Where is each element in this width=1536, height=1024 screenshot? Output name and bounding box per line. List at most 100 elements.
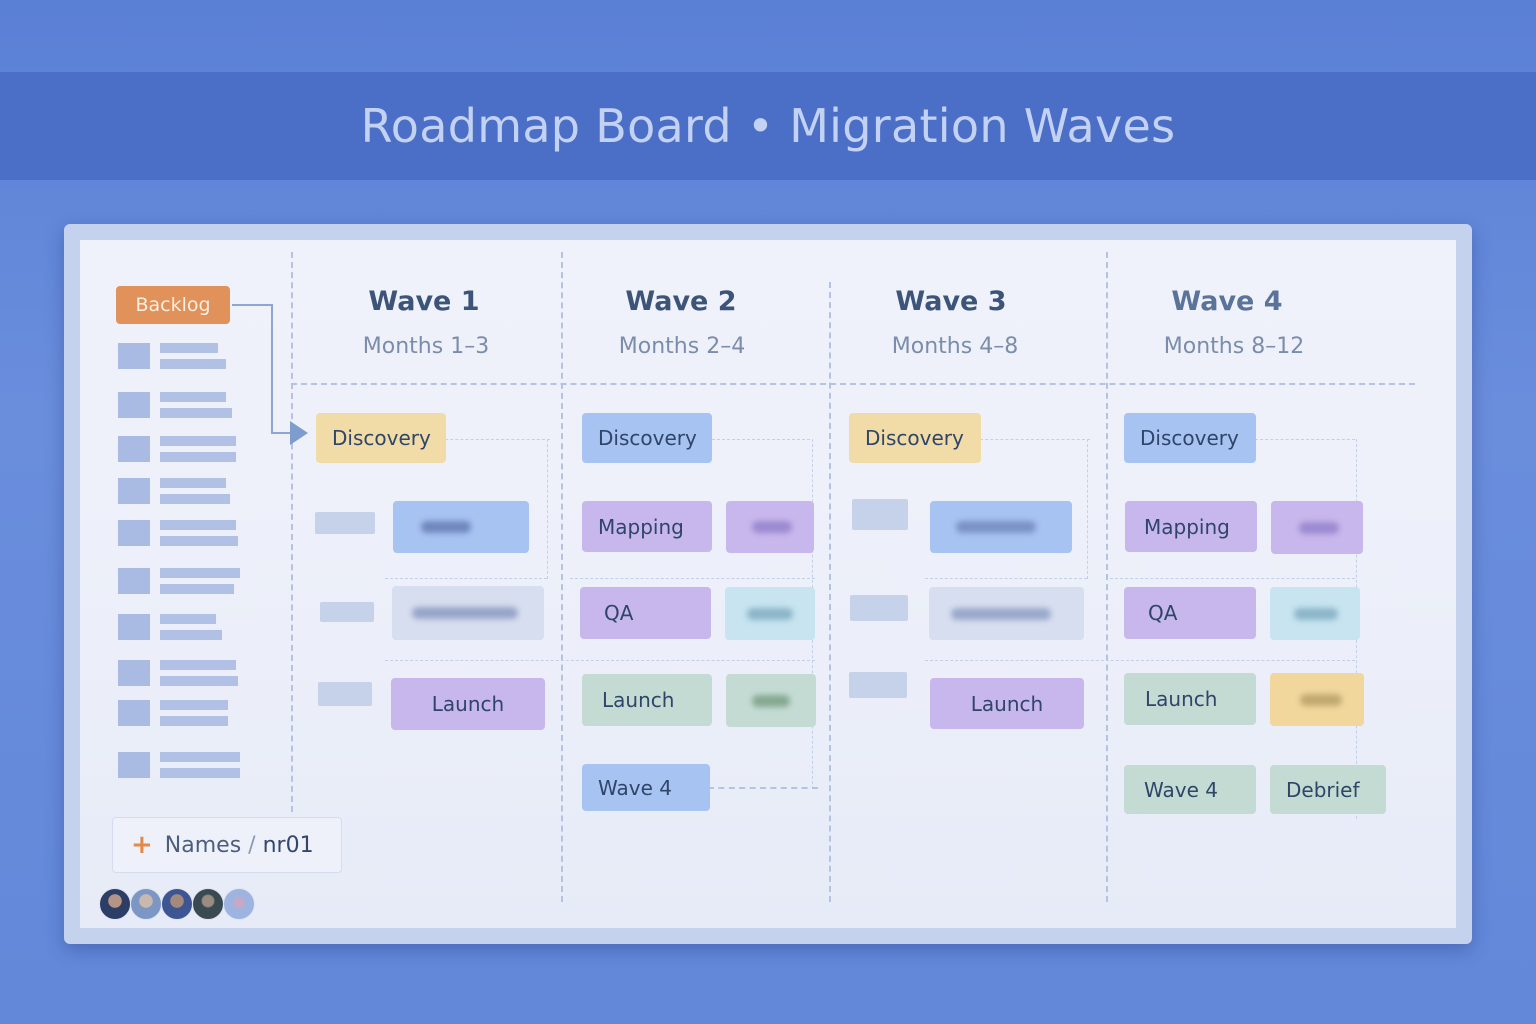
wave-1-title: Wave 1 <box>368 286 480 317</box>
card-blurred[interactable] <box>1270 673 1364 726</box>
avatar[interactable] <box>99 888 131 920</box>
card-blurred[interactable] <box>393 501 529 553</box>
card-blurred[interactable] <box>725 587 815 640</box>
backlog-connector <box>232 304 272 306</box>
card-launch[interactable]: Launch <box>582 674 712 726</box>
backlog-item-line <box>160 343 218 353</box>
backlog-item-line <box>160 660 236 670</box>
avatar[interactable] <box>192 888 224 920</box>
card-wave-4[interactable]: Wave 4 <box>1124 765 1256 814</box>
wave-3-months: Months 4–8 <box>891 334 1019 359</box>
connector-line <box>712 439 810 440</box>
card-blurred[interactable] <box>930 501 1072 553</box>
avatar[interactable] <box>130 888 162 920</box>
connector-line <box>925 578 1087 579</box>
card-mapping[interactable]: Mapping <box>1125 501 1257 552</box>
connector-line <box>925 660 1355 661</box>
backlog-item-line <box>160 768 240 778</box>
connector-line <box>570 578 815 579</box>
backlog-item-thumbnail <box>118 478 150 504</box>
card-stub <box>320 602 374 622</box>
backlog-item-line <box>160 436 236 446</box>
backlog-item-line <box>160 716 228 726</box>
title-bar: Roadmap Board • Migration Waves <box>0 72 1536 180</box>
card-launch[interactable]: Launch <box>391 678 545 730</box>
card-discovery[interactable]: Discovery <box>316 413 446 463</box>
backlog-item-line <box>160 536 238 546</box>
plus-icon[interactable]: + <box>131 830 153 860</box>
backlog-button[interactable]: Backlog <box>116 286 230 324</box>
connector-line <box>547 439 548 579</box>
card-stub <box>315 512 375 534</box>
card-debrief[interactable]: Debrief <box>1270 765 1386 814</box>
avatar[interactable] <box>223 888 255 920</box>
connector-line <box>440 439 550 440</box>
names-field[interactable]: + Names / nr01 <box>112 817 342 873</box>
column-divider <box>829 282 831 902</box>
card-discovery[interactable]: Discovery <box>849 413 981 463</box>
card-mapping[interactable]: Mapping <box>582 501 712 552</box>
backlog-item-thumbnail <box>118 520 150 546</box>
card-wave-4[interactable]: Wave 4 <box>582 764 710 811</box>
backlog-item-thumbnail <box>118 700 150 726</box>
backlog-item-line <box>160 452 236 462</box>
connector-line <box>385 660 815 661</box>
card-qa[interactable]: QA <box>580 587 711 639</box>
card-blurred[interactable] <box>1271 501 1363 554</box>
backlog-item-line <box>160 568 240 578</box>
backlog-connector <box>271 304 273 434</box>
card-blurred[interactable] <box>726 674 816 727</box>
names-separator: / <box>248 832 256 858</box>
backlog-item-line <box>160 584 234 594</box>
wave-2-title: Wave 2 <box>625 286 737 317</box>
card-discovery[interactable]: Discovery <box>582 413 712 463</box>
card-stub <box>849 672 907 698</box>
names-id: nr01 <box>262 832 314 858</box>
card-blurred[interactable] <box>392 586 544 640</box>
wave-1-months: Months 1–3 <box>362 334 490 359</box>
backlog-item-line <box>160 392 226 402</box>
column-divider <box>1106 252 1108 902</box>
card-stub <box>318 682 372 706</box>
backlog-item-thumbnail <box>118 660 150 686</box>
page-title: Roadmap Board • Migration Waves <box>360 99 1176 153</box>
backlog-item-thumbnail <box>118 752 150 778</box>
backlog-item-thumbnail <box>118 614 150 640</box>
column-divider <box>561 252 563 902</box>
avatar-group <box>99 888 255 920</box>
backlog-item-line <box>160 752 240 762</box>
backlog-item-thumbnail <box>118 436 150 462</box>
connector-line <box>1110 578 1355 579</box>
backlog-item-line <box>160 520 236 530</box>
connector-line <box>1087 439 1088 579</box>
connector-line <box>708 787 818 789</box>
arrow-right-icon <box>290 421 308 445</box>
wave-4-title: Wave 4 <box>1171 286 1283 317</box>
card-launch[interactable]: Launch <box>1124 673 1256 725</box>
backlog-item-line <box>160 676 238 686</box>
column-divider <box>291 252 293 812</box>
card-discovery[interactable]: Discovery <box>1124 413 1256 463</box>
avatar[interactable] <box>161 888 193 920</box>
card-stub <box>850 595 908 621</box>
wave-2-months: Months 2–4 <box>618 334 746 359</box>
connector-line <box>980 439 1090 440</box>
wave-3-title: Wave 3 <box>895 286 1007 317</box>
card-qa[interactable]: QA <box>1124 587 1256 639</box>
header-divider <box>291 383 1415 385</box>
card-blurred[interactable] <box>1270 587 1360 640</box>
card-blurred[interactable] <box>929 587 1084 640</box>
backlog-item-thumbnail <box>118 343 150 369</box>
backlog-item-line <box>160 494 230 504</box>
backlog-item-thumbnail <box>118 392 150 418</box>
backlog-item-thumbnail <box>118 568 150 594</box>
card-blurred[interactable] <box>726 501 814 553</box>
backlog-item-line <box>160 614 216 624</box>
backlog-item-line <box>160 478 226 488</box>
card-launch[interactable]: Launch <box>930 678 1084 729</box>
backlog-connector <box>271 432 293 434</box>
names-label: Names <box>164 832 242 858</box>
connector-line <box>1255 439 1355 440</box>
backlog-item-line <box>160 630 222 640</box>
backlog-item-line <box>160 408 232 418</box>
